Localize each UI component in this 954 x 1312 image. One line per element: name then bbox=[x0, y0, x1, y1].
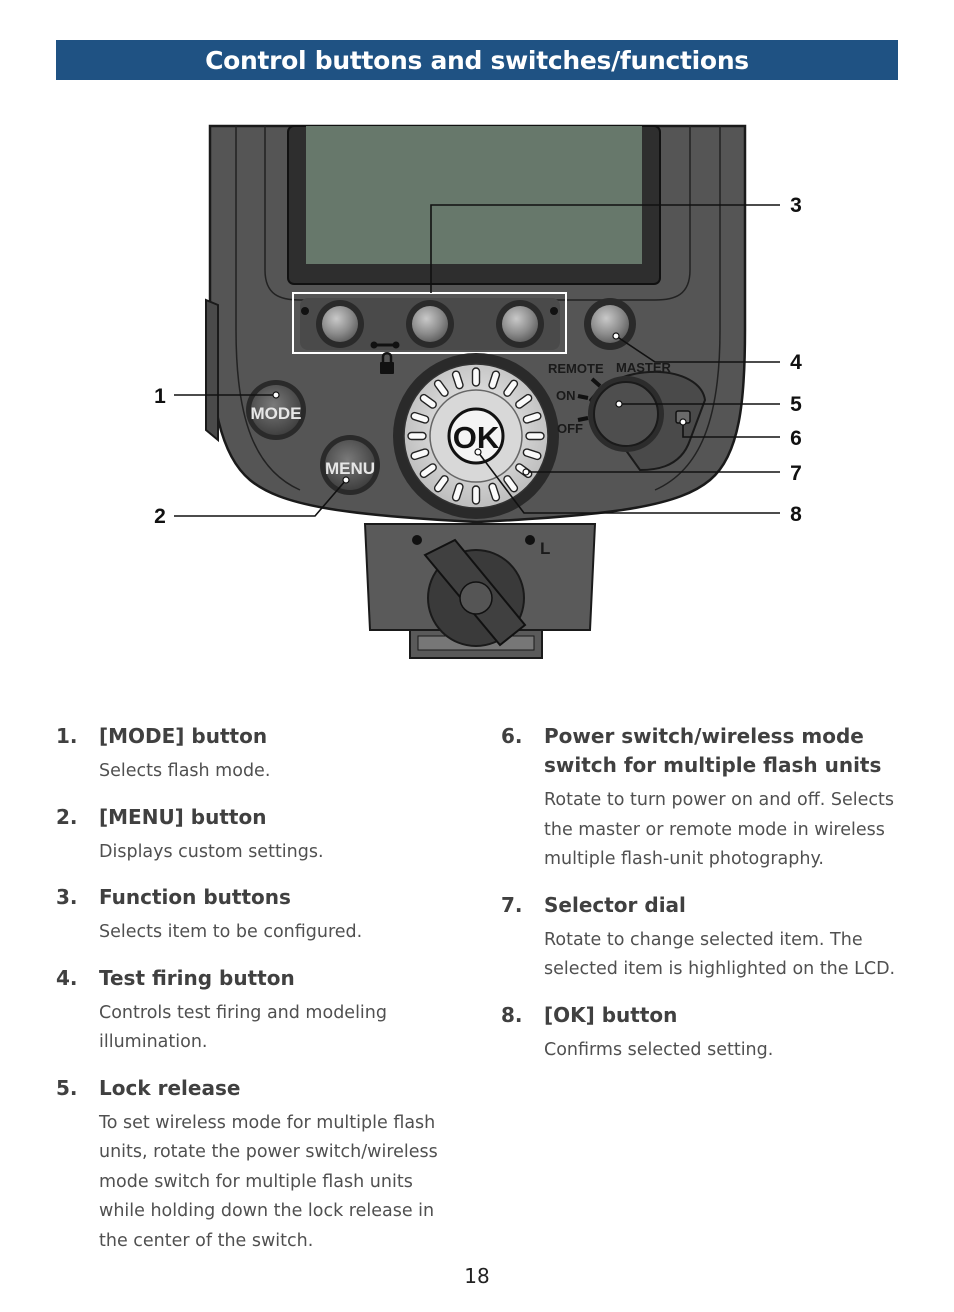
item-lock-release: 5. Lock release To set wireless mode for … bbox=[56, 1074, 456, 1257]
foot-lock-label: L bbox=[540, 539, 550, 558]
dial-ridge bbox=[488, 482, 501, 502]
dial-ridge bbox=[410, 411, 430, 424]
item-title: [MODE] button bbox=[99, 724, 268, 748]
callout-3: 3 bbox=[790, 194, 802, 217]
item-title: Test firing button bbox=[99, 965, 295, 990]
on-label: ON bbox=[556, 388, 576, 403]
item-power-switch: 6. Power switch/wireless mode switch for … bbox=[501, 722, 901, 875]
item-title: Lock release bbox=[99, 1075, 241, 1100]
power-switch[interactable] bbox=[577, 370, 707, 472]
ok-button[interactable]: OK bbox=[429, 389, 523, 483]
mounting-foot: L bbox=[363, 523, 597, 659]
remote-label: REMOTE bbox=[548, 361, 604, 376]
item-number: 3. bbox=[56, 885, 78, 909]
dial-ridge bbox=[451, 482, 464, 502]
function-buttons[interactable] bbox=[300, 298, 560, 350]
items-right-column: 6. Power switch/wireless mode switch for … bbox=[501, 722, 901, 1081]
item-number: 8. bbox=[501, 1002, 523, 1027]
dial-ridge bbox=[410, 448, 430, 461]
mode-button-label: MODE bbox=[251, 404, 302, 423]
item-description: Controls test firing and modeling illumi… bbox=[99, 1002, 387, 1053]
mode-button[interactable]: MODE bbox=[246, 380, 306, 440]
item-description: Confirms selected setting. bbox=[544, 1039, 774, 1060]
item-description: Rotate to turn power on and off. Selects… bbox=[544, 790, 894, 869]
dial-ridge bbox=[419, 393, 437, 409]
dial-ridge bbox=[471, 367, 481, 387]
menu-button-label: MENU bbox=[325, 459, 375, 478]
callout-8: 8 bbox=[790, 503, 802, 526]
item-description: Rotate to change selected item. The sele… bbox=[544, 929, 896, 980]
master-label: MASTER bbox=[616, 360, 672, 375]
dial-ridge bbox=[488, 370, 501, 390]
item-number: 2. bbox=[56, 804, 78, 829]
dial-ridge bbox=[515, 393, 533, 409]
callout-2: 2 bbox=[154, 505, 166, 528]
item-number: 6. bbox=[501, 724, 523, 748]
item-menu-button: 2. [MENU] button Displays custom settings… bbox=[56, 803, 456, 868]
item-number: 5. bbox=[56, 1075, 78, 1100]
page-number: 18 bbox=[464, 1264, 490, 1288]
item-number: 1. bbox=[56, 724, 78, 748]
item-number: 4. bbox=[56, 965, 78, 990]
dial-ridge bbox=[522, 448, 542, 461]
dial-ridge bbox=[503, 475, 519, 493]
item-title: [OK] button bbox=[544, 1002, 678, 1027]
callout-6: 6 bbox=[790, 427, 802, 450]
page-title-text: Control buttons and switches/functions bbox=[205, 45, 749, 75]
item-function-buttons: 3. Function buttons Selects item to be co… bbox=[56, 883, 456, 948]
function-buttons-highlight bbox=[292, 292, 567, 354]
item-selector-dial: 7. Selector dial Rotate to change selecte… bbox=[501, 891, 901, 985]
dial-ridge bbox=[419, 463, 437, 479]
items-left-column: 1. [MODE] button Selects flash mode. 2. [M… bbox=[56, 722, 456, 1272]
callout-7: 7 bbox=[790, 462, 802, 485]
dial-ridge bbox=[503, 379, 519, 397]
dial-ridge bbox=[433, 475, 449, 493]
flash-unit-diagram: MODE MENU OK REMOTE MASTER ON OFF bbox=[154, 124, 802, 659]
callout-1: 1 bbox=[154, 385, 166, 408]
page-title: Control buttons and switches/functions bbox=[56, 40, 898, 80]
off-label: OFF bbox=[557, 421, 583, 436]
lock-icon bbox=[380, 352, 394, 374]
item-title: [MENU] button bbox=[99, 804, 267, 829]
item-ok-button: 8. [OK] button Confirms selected setting. bbox=[501, 1001, 901, 1066]
item-test-firing-button: 4. Test firing button Controls test firin… bbox=[56, 964, 456, 1058]
dial-ridge bbox=[525, 431, 545, 441]
item-title: Selector dial bbox=[544, 892, 686, 917]
dial-ridge bbox=[451, 370, 464, 390]
item-description: Selects flash mode. bbox=[99, 761, 271, 781]
callout-5: 5 bbox=[790, 393, 802, 416]
item-mode-button: 1. [MODE] button Selects flash mode. bbox=[56, 722, 456, 787]
callout-4: 4 bbox=[790, 351, 802, 374]
item-title: Function buttons bbox=[99, 885, 291, 909]
dial-ridge bbox=[522, 411, 542, 424]
item-description: To set wireless mode for multiple flash … bbox=[99, 1112, 438, 1251]
callout-leader-lines bbox=[174, 204, 780, 517]
item-description: Selects item to be configured. bbox=[99, 922, 363, 942]
test-firing-button[interactable] bbox=[584, 298, 636, 350]
menu-button[interactable]: MENU bbox=[320, 435, 380, 495]
dial-ridge bbox=[433, 379, 449, 397]
callout-dots bbox=[272, 332, 687, 484]
dial-ridge bbox=[471, 485, 481, 505]
item-title: Power switch/wireless mode switch for mu… bbox=[544, 724, 882, 777]
item-number: 7. bbox=[501, 892, 523, 917]
dial-ridge bbox=[407, 431, 427, 441]
item-description: Displays custom settings. bbox=[99, 841, 324, 862]
